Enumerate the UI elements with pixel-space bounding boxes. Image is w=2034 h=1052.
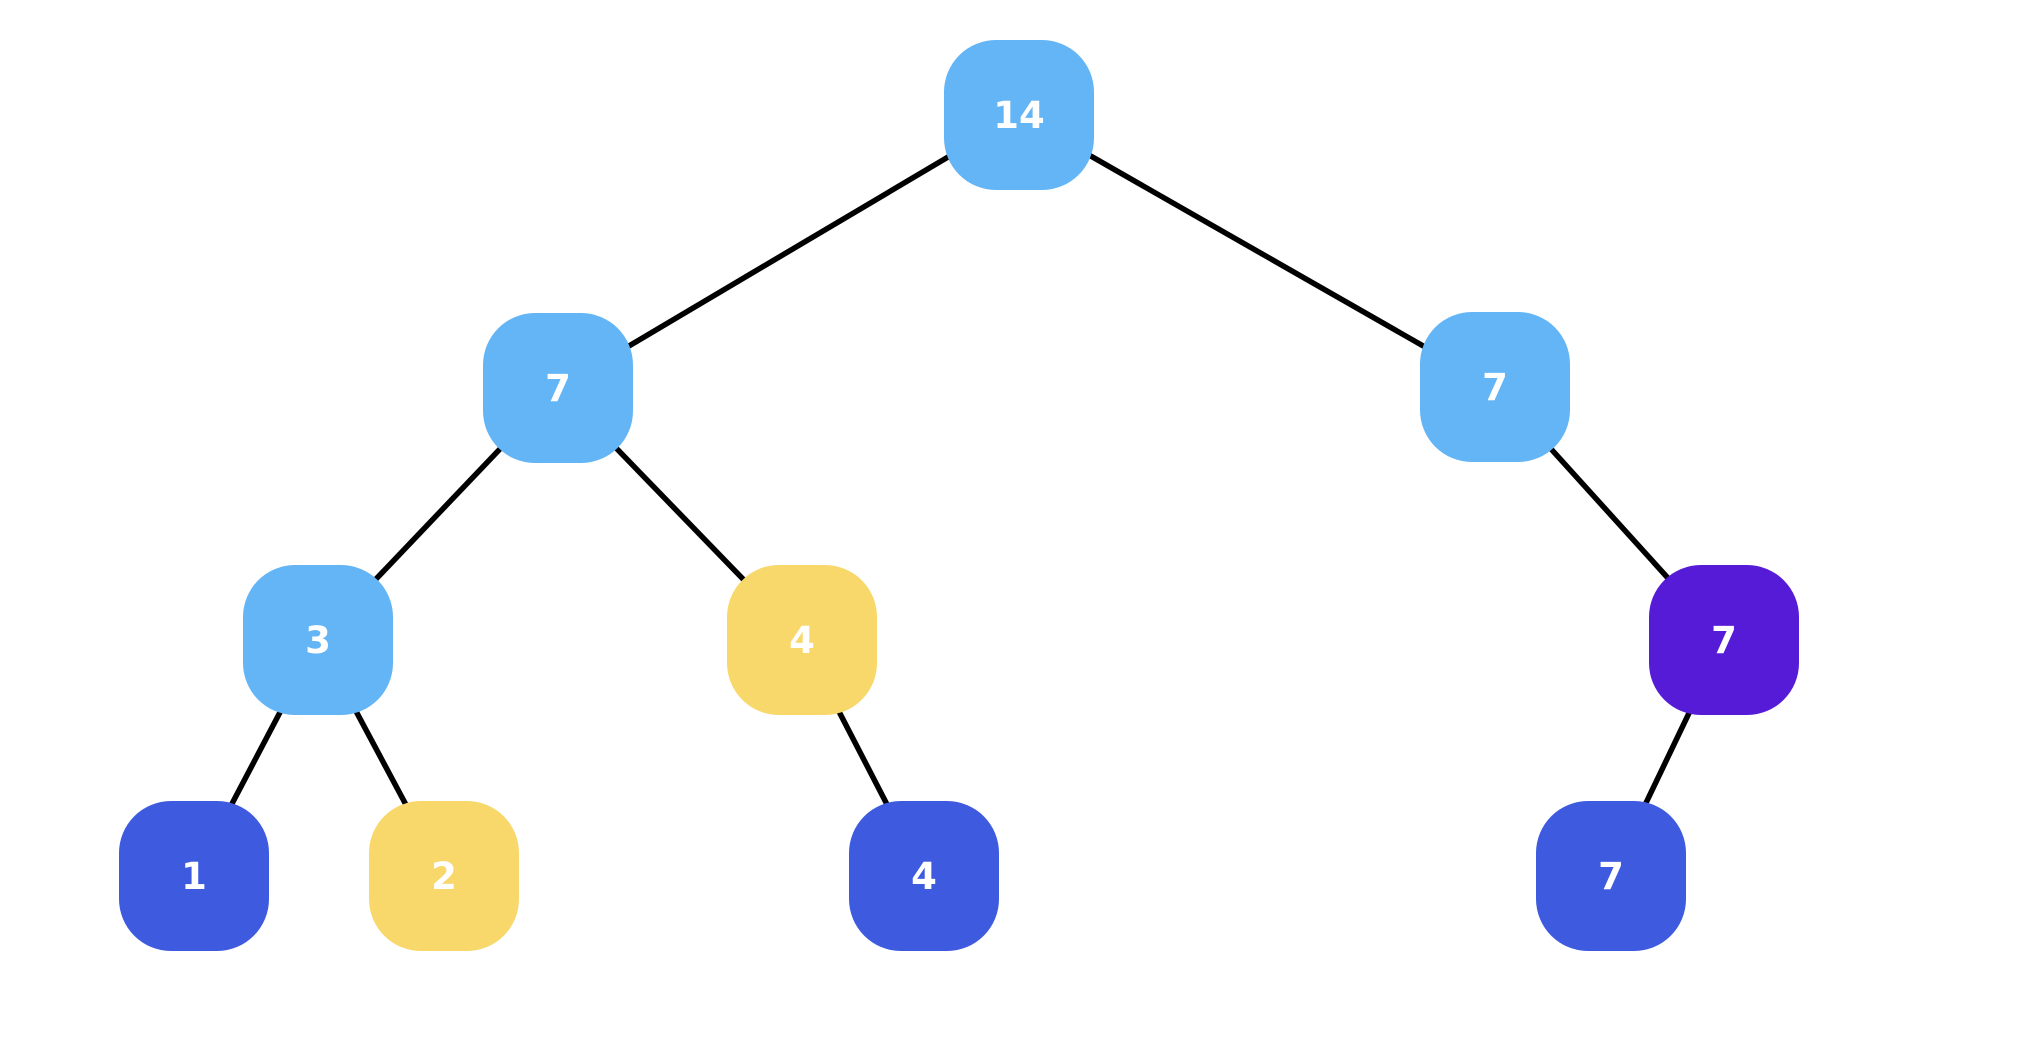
tree-node-root-14: 14 (944, 40, 1094, 190)
tree-node-node-7-purple: 7 (1649, 565, 1799, 715)
tree-node-label: 2 (431, 854, 457, 898)
tree-node-leaf-4: 4 (849, 801, 999, 951)
tree-node-label: 7 (1598, 854, 1624, 898)
tree-edge-root-14-to-left-7 (556, 112, 1021, 391)
tree-node-right-7: 7 (1420, 312, 1570, 462)
tree-node-leaf-1: 1 (119, 801, 269, 951)
tree-node-label: 14 (993, 93, 1045, 137)
tree-node-label: 4 (789, 618, 815, 662)
tree-node-label: 3 (305, 618, 331, 662)
tree-node-label: 4 (911, 854, 937, 898)
tree-node-node-4-yellow: 4 (727, 565, 877, 715)
tree-node-left-7: 7 (483, 313, 633, 463)
tree-node-node-3: 3 (243, 565, 393, 715)
tree-node-leaf-2: 2 (369, 801, 519, 951)
tree-node-label: 1 (181, 854, 207, 898)
tree-node-label: 7 (1711, 618, 1737, 662)
tree-edge-root-14-to-right-7 (1017, 112, 1497, 390)
tree-node-label: 7 (1482, 365, 1508, 409)
tree-node-leaf-7: 7 (1536, 801, 1686, 951)
tree-node-label: 7 (545, 366, 571, 410)
